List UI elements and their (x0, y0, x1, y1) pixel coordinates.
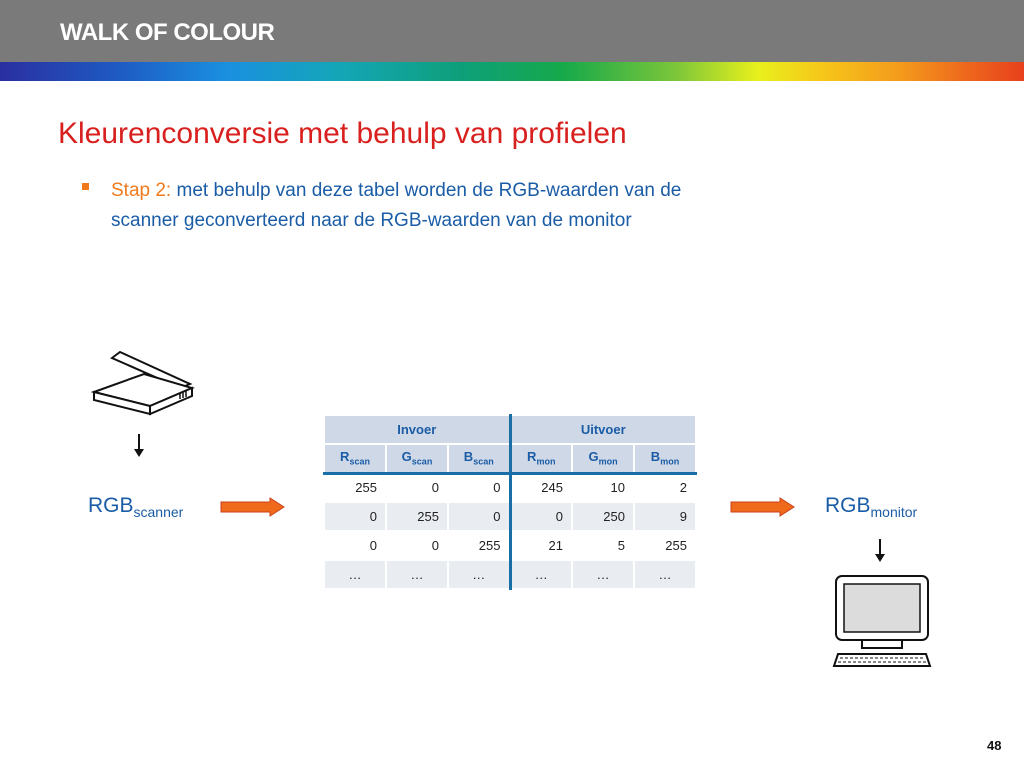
column-header: Bscan (447, 443, 512, 475)
table-cell: 250 (571, 501, 635, 532)
header-title: WALK OF COLOUR (60, 19, 275, 46)
table-cell: 255 (323, 472, 387, 503)
table-row: … … … … … … (323, 559, 697, 590)
down-arrow-monitor (875, 539, 885, 562)
rgb-monitor-label: RGBmonitor (825, 494, 917, 520)
column-header: Gscan (385, 443, 449, 475)
flatbed-scanner-icon (90, 350, 195, 416)
rgb-scanner-sub: scanner (133, 504, 184, 521)
down-arrow-scanner (134, 434, 144, 457)
table-cell: … (385, 559, 449, 590)
column-header: Rscan (323, 443, 387, 475)
table-cell: 5 (571, 530, 635, 561)
column-header: Rmon (509, 443, 573, 475)
table-cell: 255 (447, 530, 512, 561)
table-cell: 2 (633, 472, 697, 503)
rgb-scanner-main: RGB (88, 494, 134, 517)
table-row: 255 0 0 245 10 2 (323, 472, 697, 503)
table-row: 0 0 255 21 5 255 (323, 530, 697, 561)
rgb-scanner-label: RGBscanner (88, 494, 183, 520)
group-header-input: Invoer (323, 414, 512, 445)
table-cell: 0 (323, 501, 387, 532)
table-cell: … (633, 559, 697, 590)
table-cell: … (447, 559, 512, 590)
table-cell: 255 (385, 501, 449, 532)
page-number: 48 (987, 738, 1002, 753)
bullet-marker (82, 183, 89, 190)
table-row: 0 255 0 0 250 9 (323, 501, 697, 532)
table-cell: … (323, 559, 387, 590)
table-cell: 21 (509, 530, 573, 561)
slide-title: Kleurenconversie met behulp van profiele… (58, 117, 627, 150)
arrow-right-icon (220, 497, 285, 517)
table-cell: … (571, 559, 635, 590)
spectrum-band (0, 62, 1024, 81)
table-cell: 245 (509, 472, 573, 503)
bullet-prefix: Stap 2: (111, 180, 172, 201)
arrow-right-icon (730, 497, 795, 517)
group-header-output: Uitvoer (509, 414, 697, 445)
table-cell: 9 (633, 501, 697, 532)
table-cell: 0 (447, 501, 512, 532)
column-header: Gmon (571, 443, 635, 475)
desktop-computer-icon (832, 575, 932, 667)
rgb-monitor-main: RGB (825, 494, 871, 517)
conversion-table: Invoer Uitvoer Rscan Gscan Bscan Rmon Gm… (323, 414, 697, 590)
bullet-body: met behulp van deze tabel worden de RGB-… (111, 180, 682, 231)
table-cell: 0 (385, 472, 449, 503)
table-cell: … (509, 559, 573, 590)
table-cell: 0 (509, 501, 573, 532)
table-cell: 0 (323, 530, 387, 561)
table-cell: 255 (633, 530, 697, 561)
table-cell: 10 (571, 472, 635, 503)
table-cell: 0 (447, 472, 512, 503)
column-header: Bmon (633, 443, 697, 475)
header-bar: WALK OF COLOUR (0, 0, 1024, 62)
bullet-text: Stap 2: met behulp van deze tabel worden… (111, 176, 731, 236)
rgb-monitor-sub: monitor (870, 504, 918, 521)
table-cell: 0 (385, 530, 449, 561)
